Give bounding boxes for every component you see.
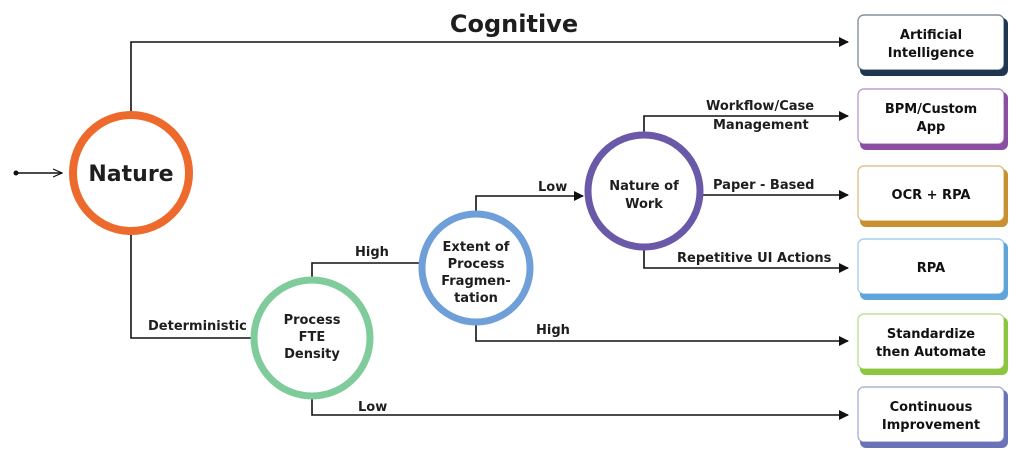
edge-deterministic <box>130 234 271 343</box>
outcome-box-standardize-then-automate: Standardize then Automate <box>857 313 1008 375</box>
edge-fte-high <box>311 258 433 278</box>
node-label-fte-3: Density <box>284 347 340 362</box>
outcome-box-frame <box>857 386 1005 443</box>
edge-label-fte-high: High <box>355 245 389 260</box>
node-extent-of-process-fragmentation: Extent of Process Fragmen- tation <box>418 210 534 326</box>
edge-workflow <box>643 111 849 133</box>
outcome-label: OCR + RPA <box>892 188 971 203</box>
edge-label-deterministic: Deterministic <box>148 319 247 334</box>
edge-frag-high <box>475 322 849 346</box>
outcome-label: App <box>917 120 946 135</box>
node-label-fte-1: Process <box>284 313 341 328</box>
edge-label-fte-low: Low <box>358 400 387 415</box>
outcome-label: then Automate <box>876 345 986 360</box>
outcome-box-ocr-rpa: OCR + RPA <box>857 165 1008 227</box>
node-nature: Nature <box>69 111 193 235</box>
outcome-box-rpa: RPA <box>857 238 1008 300</box>
edge-cognitive <box>130 37 849 112</box>
outcome-box-frame <box>857 88 1005 145</box>
edge-label-paper: Paper - Based <box>713 178 814 193</box>
edge-label-repetitive: Repetitive UI Actions <box>677 251 832 266</box>
edge-label-frag-high: High <box>536 323 570 338</box>
node-label-work-1: Nature of <box>609 179 679 194</box>
edge-repetitive <box>643 248 849 273</box>
node-nature-of-work: Nature of Work <box>584 131 704 251</box>
outcome-box-frame <box>857 313 1005 370</box>
outcome-label: Artificial <box>900 28 962 43</box>
node-label-work-2: Work <box>625 197 663 212</box>
outcome-label: Standardize <box>887 327 975 342</box>
outcome-label: Intelligence <box>888 46 975 61</box>
node-label-frag-2: Process <box>448 257 505 272</box>
edge-label-workflow-1: Workflow/Case <box>706 99 814 114</box>
node-process-fte-density: Process FTE Density <box>250 276 374 400</box>
outcome-label: Continuous <box>890 400 973 415</box>
node-label-frag-3: Fragmen- <box>441 274 511 289</box>
node-label-nature: Nature <box>88 162 173 187</box>
node-label-frag-1: Extent of <box>443 240 510 255</box>
node-label-fte-2: FTE <box>299 330 326 345</box>
outcome-box-frame <box>857 14 1005 71</box>
outcome-label: Improvement <box>882 418 980 433</box>
node-label-frag-4: tation <box>454 291 498 306</box>
outcome-label: RPA <box>917 261 945 276</box>
arrow-right-icon <box>13 171 63 176</box>
edge-label-frag-low: Low <box>538 180 567 195</box>
edge-frag-low <box>475 191 584 213</box>
outcome-box-frame <box>857 165 1005 222</box>
cognitive-title: Cognitive <box>450 10 578 38</box>
edge-fte-low <box>311 398 849 420</box>
outcome-label: BPM/Custom <box>885 102 977 117</box>
outcome-box-frame <box>857 238 1005 295</box>
edge-label-workflow-2: Management <box>713 118 809 133</box>
